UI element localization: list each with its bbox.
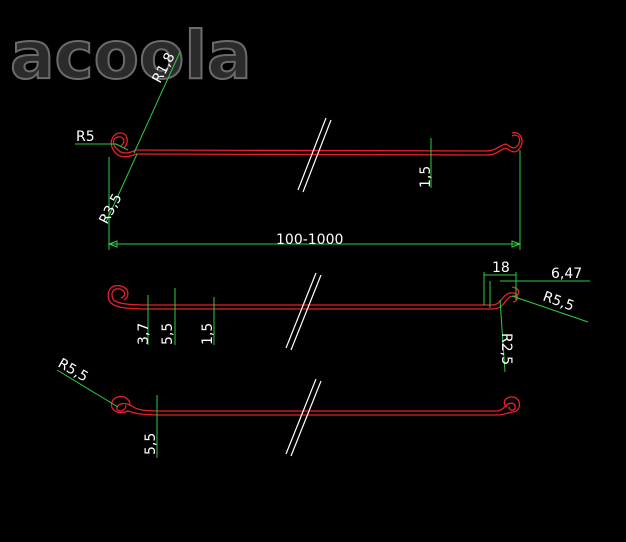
profile-top-sheet [135, 149, 487, 152]
label-d55-middle: 5,5 [160, 323, 176, 345]
label-r55-bottom: R5,5 [55, 356, 91, 386]
label-w647: 6,47 [551, 266, 582, 282]
label-r5: R5 [76, 129, 95, 145]
profile-bottom-right-curl [495, 402, 516, 412]
dimensions-top [75, 51, 522, 250]
break-mark-top [297, 117, 332, 193]
logo-watermark: acoola [10, 17, 252, 94]
break-mark-middle [285, 272, 322, 351]
label-r25: R2,5 [498, 333, 514, 365]
profile-top-left-curl [112, 136, 137, 154]
dimensions-bottom [56, 369, 158, 458]
profile-middle [107, 284, 520, 310]
break-mark-bottom [285, 378, 322, 457]
label-r35: R3,5 [96, 191, 125, 227]
label-w18: 18 [492, 260, 510, 276]
label-thickness-top: 1,5 [418, 166, 434, 188]
dimensions-middle [147, 272, 590, 373]
label-d15-middle: 1,5 [200, 323, 216, 345]
profile-bottom-left-curl [116, 402, 161, 412]
label-d55-bottom: 5,5 [143, 433, 159, 455]
label-length: 100-1000 [276, 232, 343, 248]
profile-middle-left-curl [111, 288, 151, 306]
profile-bottom [110, 395, 521, 416]
profile-top [110, 132, 523, 158]
profile-top-right-curl [485, 134, 521, 152]
label-r55-middle: R5,5 [541, 289, 577, 315]
label-d37: 3,7 [136, 323, 152, 345]
